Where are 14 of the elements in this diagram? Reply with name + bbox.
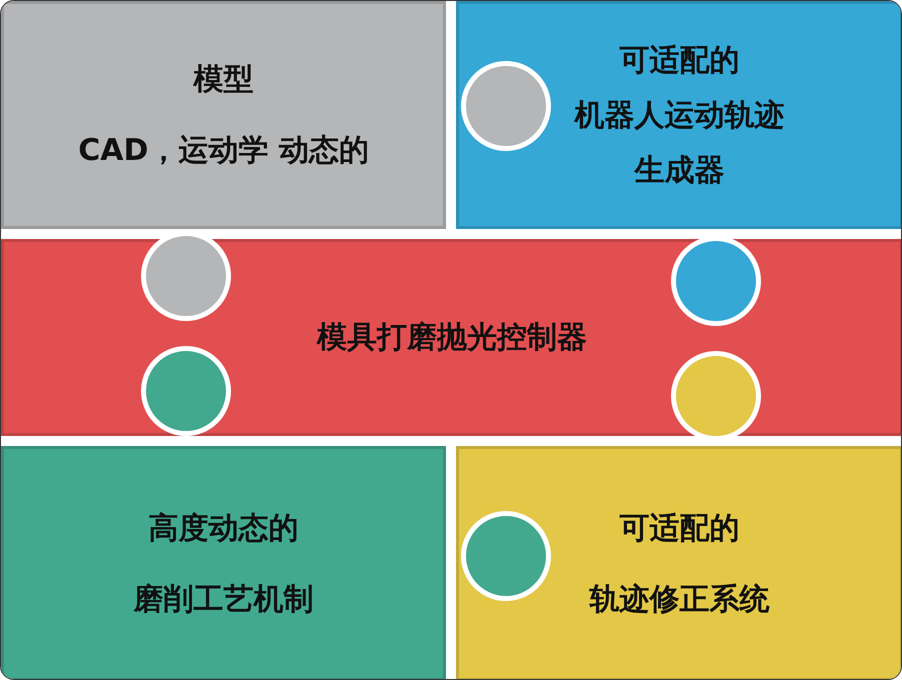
puzzle-piece: [1, 1, 446, 229]
puzzle-piece: [456, 446, 901, 679]
piece-label: 磨削工艺机制: [134, 580, 314, 618]
piece-label: 可适配的: [620, 510, 740, 548]
piece-label: CAD，运动学 动态的: [78, 132, 369, 170]
puzzle-piece: [1, 446, 446, 679]
piece-label: 可适配的: [620, 42, 740, 80]
piece-label: 轨迹修正系统: [590, 580, 770, 618]
puzzle-piece: [456, 1, 901, 229]
piece-label: 高度动态的: [148, 510, 298, 548]
piece-label: 模型: [194, 61, 254, 99]
piece-label: 生成器: [634, 152, 724, 190]
piece-label: 模具打磨抛光控制器: [317, 319, 587, 357]
piece-label: 机器人运动轨迹: [574, 96, 784, 134]
